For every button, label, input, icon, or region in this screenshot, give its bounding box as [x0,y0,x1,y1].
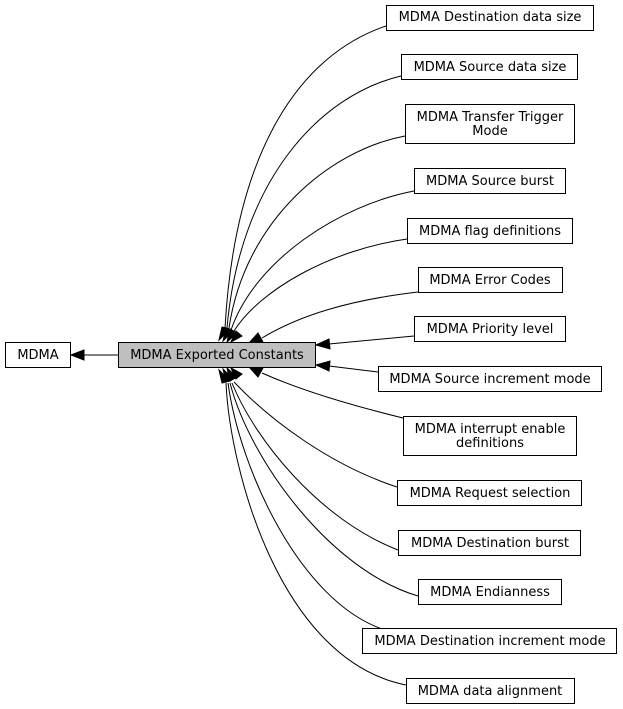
node-label: MDMA Source increment mode [389,372,590,387]
edge-request-selection [233,381,398,488]
edge-dest-data-size [224,25,387,329]
child-nodes: MDMA Destination data size MDMA Source d… [362,5,617,704]
node-box [401,54,578,80]
node-label: MDMA Endianness [430,585,550,600]
node-label: MDMA Destination increment mode [374,634,605,649]
arrowhead-priority [314,338,331,350]
node-dest-data-size[interactable]: MDMA Destination data size [386,5,594,31]
edge-source-increment-mode [328,365,379,373]
node-box [405,104,575,144]
node-source-increment-mode[interactable]: MDMA Source increment mode [378,366,602,392]
node-mdma[interactable]: MDMA [5,342,71,368]
node-label: MDMA Destination data size [399,10,582,25]
node-box [362,628,617,654]
node-label: MDMA data alignment [418,684,563,699]
edge-interrupt-enable-definitions [261,372,404,419]
arrowhead-bottom-5 [218,368,231,384]
node-box [403,416,577,456]
arrowhead-source-increment [314,360,331,372]
node-label: MDMA Source burst [426,174,554,189]
node-label-line-1: MDMA Transfer Trigger [417,110,564,125]
node-label-line-2: definitions [456,436,524,451]
node-box [407,218,573,244]
node-error-codes[interactable]: MDMA Error Codes [418,267,563,293]
node-mdma-box [5,342,71,368]
node-priority-level[interactable]: MDMA Priority level [414,316,566,342]
node-mdma-label: MDMA [17,348,58,363]
node-source-data-size[interactable]: MDMA Source data size [401,54,578,80]
arrowhead-top-4 [229,330,243,344]
node-endianness[interactable]: MDMA Endianness [418,579,562,605]
node-label-line-2: Mode [472,124,507,139]
edge-arrowhead-mdma [69,349,85,361]
graph-edges [69,25,419,686]
node-flag-definitions[interactable]: MDMA flag definitions [407,218,573,244]
node-interrupt-enable-definitions[interactable]: MDMA interrupt enable definitions [403,416,577,456]
node-box [406,678,575,704]
node-label: MDMA flag definitions [419,224,561,239]
edge-destination-increment-mode [227,382,383,630]
arrowhead-bottom-1 [247,366,264,378]
node-data-alignment[interactable]: MDMA data alignment [406,678,575,704]
node-current-label: MDMA Exported Constants [130,348,304,363]
edge-source-burst [230,190,415,331]
edge-priority-level [328,335,415,345]
node-label: MDMA Destination burst [411,536,569,551]
node-transfer-trigger-mode[interactable]: MDMA Transfer Trigger Mode [405,104,575,144]
edge-source-data-size [226,75,402,329]
node-current: MDMA Exported Constants [118,342,316,368]
node-box [414,168,566,194]
node-box [418,579,562,605]
arrowhead-top-5 [247,332,264,344]
node-source-burst[interactable]: MDMA Source burst [414,168,566,194]
node-request-selection[interactable]: MDMA Request selection [397,480,582,506]
arrowhead-top-3 [226,328,238,344]
node-box [386,5,594,31]
node-destination-burst[interactable]: MDMA Destination burst [398,530,581,556]
edge-error-codes [261,291,419,339]
edge-endianness [229,382,419,597]
node-box [378,366,602,392]
node-box [398,530,581,556]
edge-transfer-trigger-mode [228,135,406,329]
node-label: MDMA Request selection [410,486,571,501]
node-destination-increment-mode[interactable]: MDMA Destination increment mode [362,628,617,654]
node-box [397,480,582,506]
edge-data-alignment [225,382,407,686]
node-current-box [118,342,316,368]
edge-destination-burst [231,382,399,551]
node-label: MDMA Source data size [414,60,567,75]
node-label: MDMA Error Codes [429,273,551,288]
node-box [414,316,566,342]
node-label: MDMA Priority level [427,322,554,337]
node-label-line-1: MDMA interrupt enable [415,422,566,437]
node-box [418,267,563,293]
edge-flag-definitions [233,238,408,332]
